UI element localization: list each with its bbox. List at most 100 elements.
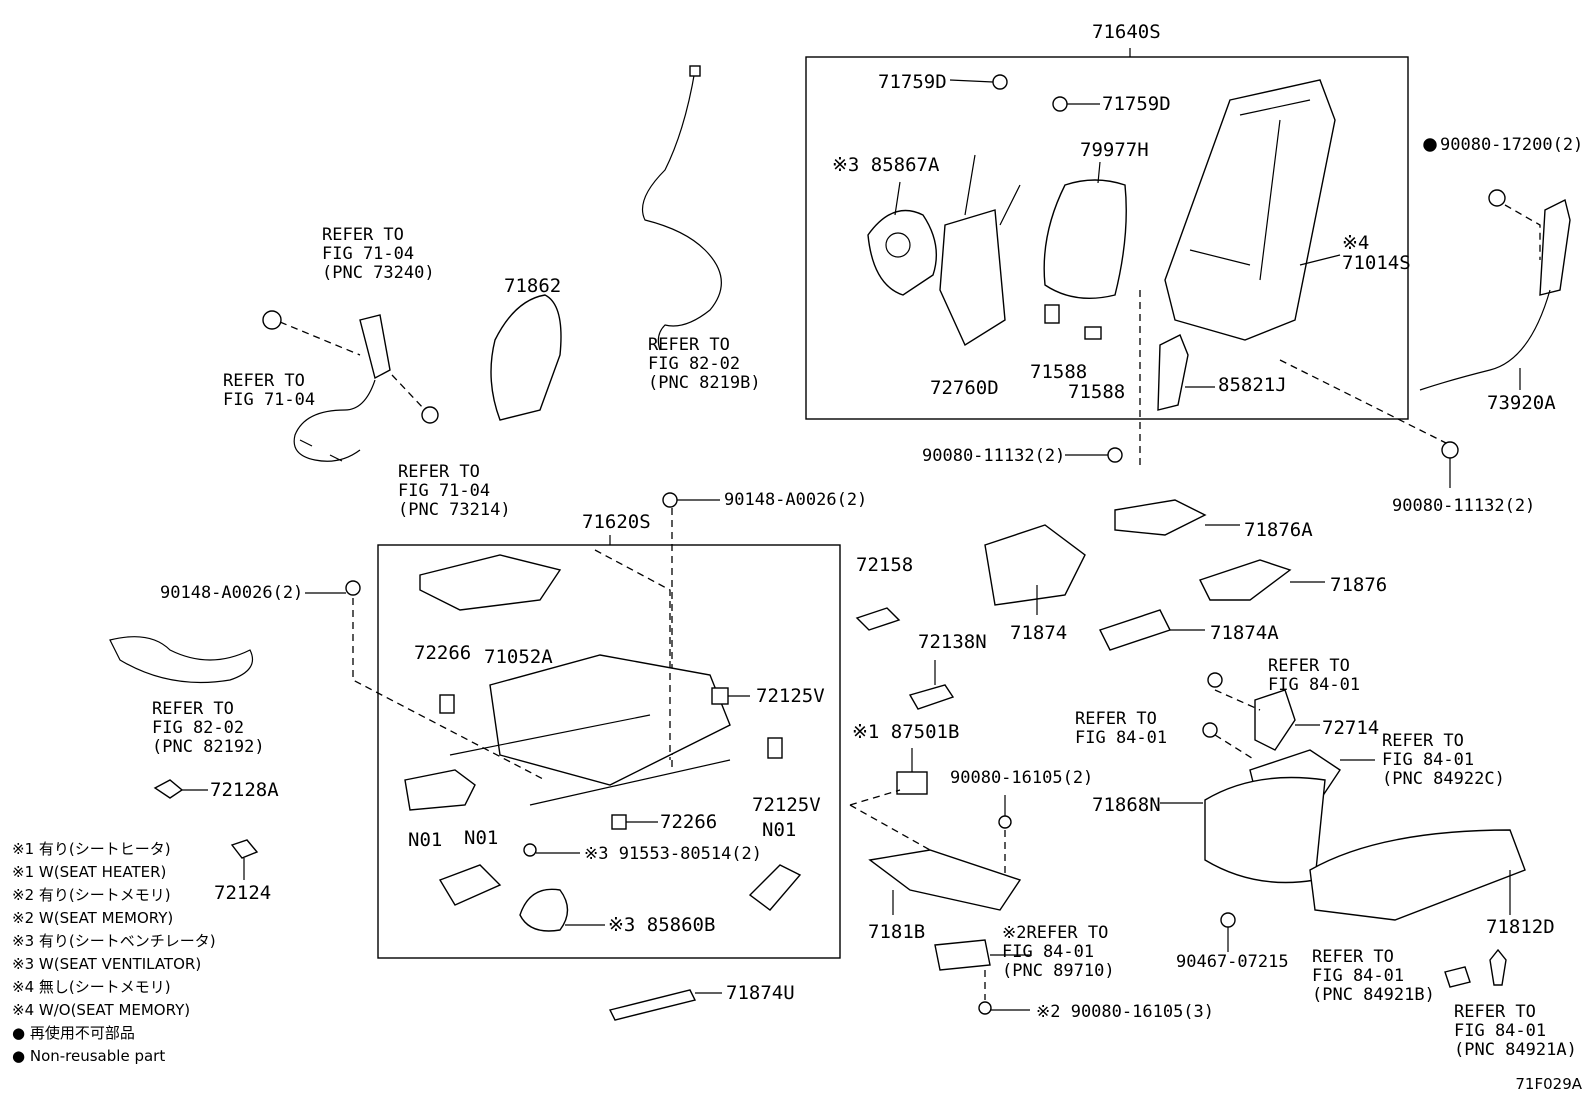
legend-line: ※2 W(SEAT MEMORY) [12, 909, 174, 927]
cover-72158-drawing [855, 607, 901, 631]
cover-72128A-drawing [153, 779, 184, 799]
motor-N01-b-drawing [438, 864, 502, 906]
knob-84921B-drawing [1444, 966, 1471, 988]
label-90467-07215: 90467-07215 [1176, 952, 1289, 972]
ref-fig-84-01-pnc-84922c: REFER TO FIG 84-01 (PNC 84922C) [1382, 731, 1505, 789]
label-7181B: 7181B [868, 921, 926, 943]
label-N01-c: N01 [762, 819, 797, 841]
label-N01-b: N01 [464, 827, 499, 849]
label-71812D: 71812D [1486, 916, 1555, 938]
bracket-72714-drawing [1254, 689, 1296, 751]
label-72760D: 72760D [930, 377, 999, 399]
ref-fig-84-01-pnc-84921b: REFER TO FIG 84-01 (PNC 84921B) [1312, 947, 1435, 1005]
nut-71759D-a-drawing [992, 74, 1008, 90]
label-72158: 72158 [856, 554, 914, 576]
bolt-90080-16105-a-drawing [998, 815, 1012, 829]
nut-90080-17200-bullet-drawing [1423, 138, 1437, 152]
wire-harness-82-02-drawing [641, 69, 722, 351]
label-90080-16105-a: 90080-16105(2) [950, 768, 1094, 788]
label-71588-b: 71588 [1068, 381, 1126, 403]
frame-7181B-drawing [868, 849, 1022, 911]
label-90080-11132-b: 90080-11132(2) [1392, 496, 1536, 516]
clip-71588-a-drawing [1044, 304, 1060, 324]
module-87501B-drawing [896, 771, 928, 795]
figure-id: 71F029A [1515, 1075, 1582, 1093]
label-71052A: 71052A [484, 646, 553, 668]
legend-line: ※3 有り(シートベンチレータ) [12, 932, 216, 950]
clip-72125V-a-drawing [711, 687, 729, 705]
motor-N01-c-drawing [748, 864, 802, 911]
label-71759D-a: 71759D [878, 71, 947, 93]
rail-cover-71874U-drawing [608, 989, 697, 1021]
label-71588-a: 71588 [1030, 361, 1088, 383]
label-71874: 71874 [1010, 622, 1068, 644]
label-72138N: 72138N [918, 631, 987, 653]
ecu-89710-drawing [934, 939, 991, 971]
label-91553-80514: ※3 91553-80514(2) [584, 844, 763, 864]
label-71620S: 71620S [582, 511, 651, 533]
legend-line: ● Non-reusable part [12, 1047, 166, 1065]
label-72124: 72124 [214, 882, 272, 904]
label-72125V-b: 72125V [752, 794, 821, 816]
motor-85821J-drawing [1157, 334, 1189, 411]
label-72125V-a: 72125V [756, 685, 825, 707]
ref-fig-71-04: REFER TO FIG 71-04 [223, 371, 316, 410]
pad-79977H-drawing [1043, 179, 1127, 300]
label-85860B: ※3 85860B [608, 914, 716, 936]
nut-71759D-b-drawing [1052, 96, 1068, 112]
cushion-frame-box [377, 544, 841, 959]
label-90148-b: 90148-A0026(2) [160, 583, 304, 603]
lumbar-72760D-drawing [939, 209, 1006, 347]
bolt-90148-a-drawing [662, 492, 678, 508]
legend-line: ※2 有り(シートメモリ) [12, 886, 171, 904]
label-71874U: 71874U [726, 982, 795, 1004]
legend-line: ※3 W(SEAT VENTILATOR) [12, 955, 202, 973]
legend: ※1 有り(シートヒータ) ※1 W(SEAT HEATER) ※2 有り(シー… [12, 838, 216, 1068]
ref-fig-84-01-b: REFER TO FIG 84-01 [1075, 709, 1168, 748]
clip-72124-drawing [230, 839, 259, 859]
label-72128A: 72128A [210, 779, 279, 801]
label-71876: 71876 [1330, 574, 1388, 596]
label-71759D-b: 71759D [1102, 93, 1171, 115]
bracket-72266-b-drawing [611, 814, 627, 830]
motor-N01-a-drawing [404, 769, 476, 811]
ref-fig-82-02-pnc-82192: REFER TO FIG 82-02 (PNC 82192) [152, 699, 265, 757]
label-71862: 71862 [504, 275, 562, 297]
legend-line: ※4 無し(シートメモリ) [12, 978, 171, 996]
cover-71868N-drawing [1204, 776, 1326, 884]
motor-85867A-drawing [867, 209, 938, 296]
ref-fig-84-01-pnc-89710: ※2REFER TO FIG 84-01 (PNC 89710) [1002, 923, 1115, 981]
knob-84921A-drawing [1489, 948, 1507, 986]
seatback-frame-box [805, 56, 1409, 420]
ref-fig-84-01-pnc-84921a: REFER TO FIG 84-01 (PNC 84921A) [1454, 1002, 1577, 1060]
legend-line: ※1 有り(シートヒータ) [12, 840, 171, 858]
bolt-91553-drawing [523, 843, 537, 857]
clip-90467-drawing [1220, 912, 1236, 928]
label-90148-a: 90148-A0026(2) [724, 490, 868, 510]
label-90080-16105-b: ※2 90080-16105(3) [1036, 1002, 1215, 1022]
label-71876A: 71876A [1244, 519, 1313, 541]
label-72714: 72714 [1322, 717, 1380, 739]
label-79977H: 79977H [1080, 139, 1149, 161]
ref-fig-71-04-pnc-73240: REFER TO FIG 71-04 (PNC 73240) [322, 225, 435, 283]
label-71640S: 71640S [1092, 21, 1161, 43]
harness-71052A-drawing [419, 554, 562, 611]
ref-fig-71-04-pnc-73214: REFER TO FIG 71-04 (PNC 73214) [398, 462, 511, 520]
headrest-sensor-73920A-drawing [1539, 198, 1571, 296]
label-90080-11132-a: 90080-11132(2) [922, 446, 1066, 466]
cover-71874A-drawing [1099, 609, 1171, 651]
label-71868N: 71868N [1092, 794, 1161, 816]
label-N01-a: N01 [408, 829, 443, 851]
cover-71876A-drawing [1114, 499, 1207, 536]
seat-belt-buckle-drawing [262, 310, 439, 462]
bolt-90148-b-drawing [345, 580, 361, 596]
nut-90080-17200-drawing [1488, 189, 1506, 207]
label-85821J: 85821J [1218, 374, 1287, 396]
label-72266-a: 72266 [414, 642, 472, 664]
bolt-90080-16105-b-drawing [978, 1001, 992, 1015]
bracket-72266-a-drawing [439, 694, 455, 714]
legend-line: ※4 W/O(SEAT MEMORY) [12, 1001, 191, 1019]
harness-82-02-left-drawing [109, 636, 254, 684]
seatback-frame-71014S-drawing [1164, 79, 1336, 341]
